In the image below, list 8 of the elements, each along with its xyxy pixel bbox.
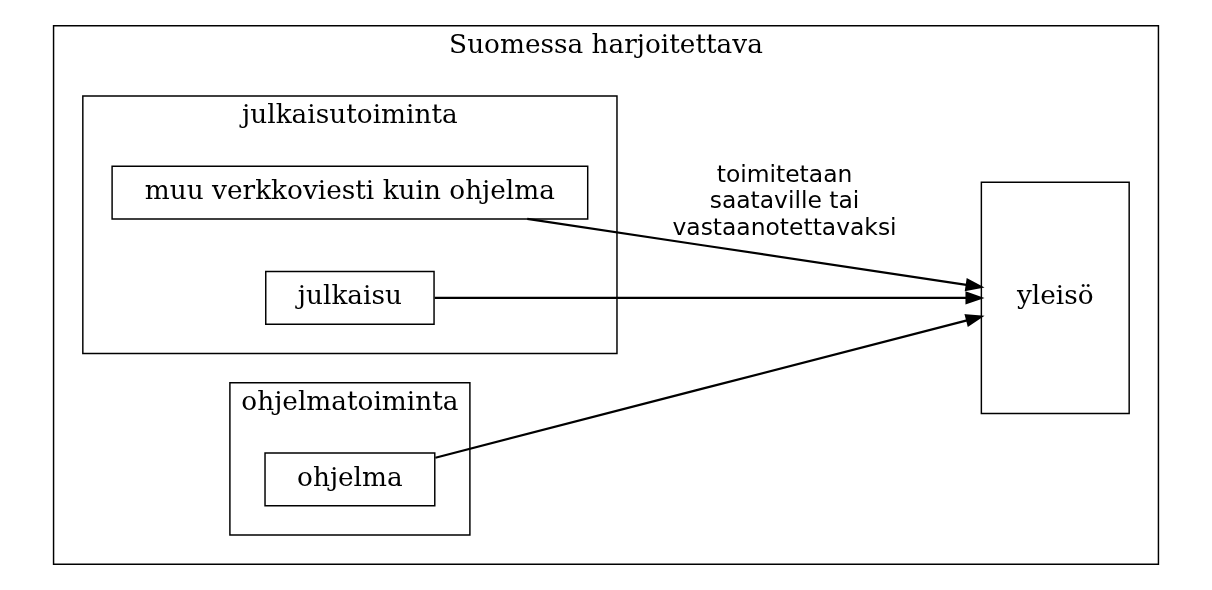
arrow [434,291,985,305]
node-box: yleisö [980,181,1130,415]
node-box: ohjelma [264,452,436,507]
edge-label: toimitetaan saataville tai vastaanotettavaksi [672,160,897,241]
arrow [527,217,985,292]
node-box: muu verkkoviesti kuin ohjelma [111,165,589,220]
node-box: julkaisu [265,270,435,325]
arrow [435,314,985,459]
